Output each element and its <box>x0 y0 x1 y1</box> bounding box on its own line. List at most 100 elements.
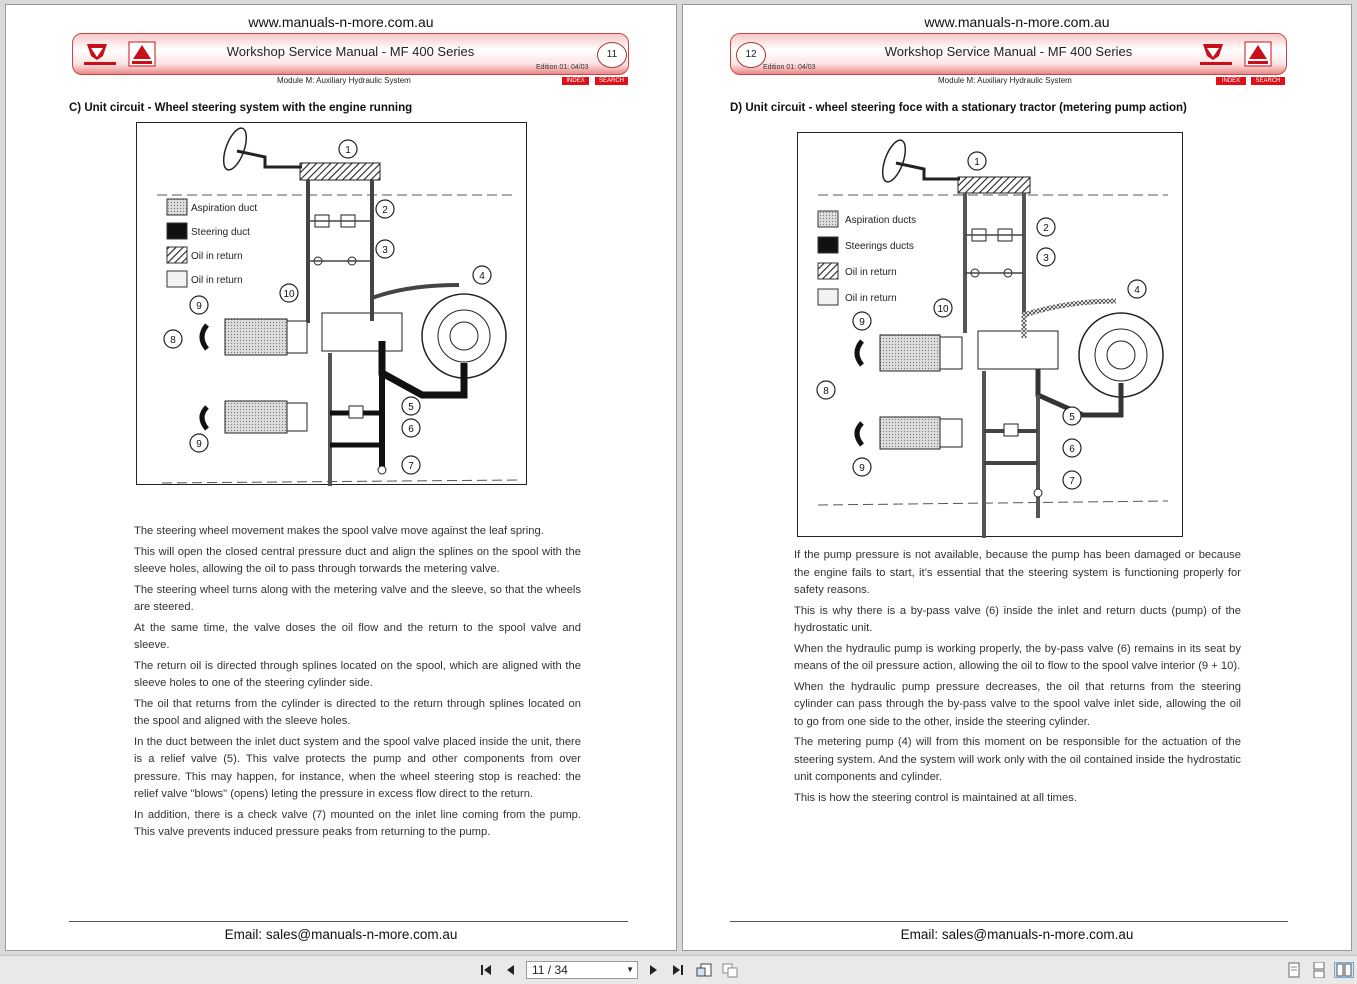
single-page-view-icon[interactable] <box>1286 962 1302 978</box>
body-text: The steering wheel movement makes the sp… <box>134 523 581 845</box>
section-heading: D) Unit circuit - wheel steering foce wi… <box>730 102 1187 114</box>
callout-1 <box>338 139 358 159</box>
footer-email[interactable]: Email: sales@manuals-n-more.com.au <box>900 927 1134 942</box>
cylinder-lower <box>199 400 308 434</box>
callout-4-label: 4 <box>1134 285 1140 296</box>
site-url[interactable]: www.manuals-n-more.com.au <box>924 14 1110 30</box>
callout-4-label: 4 <box>479 271 485 282</box>
brand-logos <box>1197 40 1277 70</box>
paragraph: The steering wheel turns along with the … <box>134 583 581 614</box>
search-button[interactable]: SEARCH <box>1251 77 1285 85</box>
paragraph: In addition, there is a check valve (7) … <box>134 808 581 839</box>
legend-steering: Steering duct <box>191 227 250 238</box>
rotate-icon[interactable] <box>696 962 714 978</box>
footer-email[interactable]: Email: sales@manuals-n-more.com.au <box>224 927 458 942</box>
page-number-select[interactable]: 11 / 34 ▼ <box>526 961 638 979</box>
right-page: www.manuals-n-more.com.au 12 Edition 01:… <box>682 4 1352 951</box>
paragraph: This is why there is a by-pass valve (6)… <box>794 604 1241 635</box>
callout-8 <box>816 380 836 400</box>
agco-logo <box>1244 41 1272 67</box>
callout-9-upper <box>852 311 872 331</box>
prev-page-icon[interactable] <box>503 962 519 978</box>
callout-7-label: 7 <box>408 461 414 472</box>
module-label: Module M: Auxiliary Hydraulic System <box>277 76 411 85</box>
manual-title: Workshop Service Manual - MF 400 Series <box>226 44 475 59</box>
legend-swatches <box>817 210 839 306</box>
cylinder-upper <box>854 334 963 372</box>
footer-rule <box>730 921 1288 922</box>
callout-5-label: 5 <box>1069 412 1075 423</box>
callout-3 <box>375 239 395 259</box>
callout-10-label: 10 <box>283 289 295 300</box>
paragraph: The steering wheel movement makes the sp… <box>134 525 544 537</box>
callout-6-label: 6 <box>408 424 414 435</box>
callout-2 <box>375 199 395 219</box>
massey-ferguson-logo <box>84 44 116 65</box>
callout-6 <box>401 418 421 438</box>
continuous-view-icon[interactable] <box>1311 961 1327 979</box>
two-page-view-icon[interactable] <box>1334 962 1354 978</box>
left-page: www.manuals-n-more.com.au Workshop Servi… <box>5 4 677 951</box>
legend-aspiration: Aspiration duct <box>191 203 258 214</box>
paragraph: When the hydraulic pump pressure decreas… <box>794 680 1241 728</box>
next-page-icon[interactable] <box>645 962 661 978</box>
viewer-toolbar: 11 / 34 ▼ <box>0 955 1357 984</box>
brand-logos <box>81 40 161 70</box>
callout-10-label: 10 <box>937 304 949 315</box>
manual-banner: Workshop Service Manual - MF 400 Series … <box>72 33 629 75</box>
site-url[interactable]: www.manuals-n-more.com.au <box>248 14 434 30</box>
legend-aspiration: Aspiration ducts <box>845 215 917 226</box>
callout-9-upper <box>189 295 209 315</box>
edition-label: Edition 01: 04/03 <box>763 64 816 71</box>
index-button[interactable]: INDEX <box>1216 77 1246 85</box>
paragraph: When the hydraulic pump is working prope… <box>794 642 1241 673</box>
legend-swatches <box>166 198 188 288</box>
callout-2-label: 2 <box>382 205 388 216</box>
index-button[interactable]: INDEX <box>562 77 589 85</box>
search-button[interactable]: SEARCH <box>595 77 628 85</box>
callout-10 <box>933 298 953 318</box>
callout-5 <box>1062 406 1082 426</box>
callout-8-label: 8 <box>170 335 176 346</box>
module-label: Module M: Auxiliary Hydraulic System <box>938 76 1072 85</box>
callout-1-label: 1 <box>345 145 351 156</box>
callout-8 <box>163 329 183 349</box>
callout-8-label: 8 <box>823 386 829 397</box>
paragraph: If the pump pressure is not available, b… <box>794 549 1241 596</box>
callout-9-lower <box>852 457 872 477</box>
callout-6-label: 6 <box>1069 444 1075 455</box>
callout-9-upper-label: 9 <box>859 317 865 328</box>
agco-logo <box>128 41 156 67</box>
callout-1 <box>967 151 987 171</box>
callout-9-lower <box>189 433 209 453</box>
callout-2-label: 2 <box>1043 223 1049 234</box>
body-text: If the pump pressure is not available, b… <box>794 547 1241 810</box>
chevron-down-icon: ▼ <box>626 965 634 974</box>
legend-return-hatched: Oil in return <box>845 267 897 278</box>
cylinder-upper <box>199 318 308 356</box>
paragraph: The return oil is directed through splin… <box>134 659 581 690</box>
paragraph: In the duct between the inlet duct syste… <box>134 735 581 801</box>
paragraph: This will open the closed central pressu… <box>134 545 581 576</box>
metering-pump <box>421 293 507 379</box>
first-page-icon[interactable] <box>478 962 496 978</box>
last-page-icon[interactable] <box>668 962 686 978</box>
callout-3-label: 3 <box>1043 253 1049 264</box>
compare-icon[interactable] <box>721 962 739 978</box>
manual-title: Workshop Service Manual - MF 400 Series <box>884 44 1133 59</box>
section-heading: C) Unit circuit - Wheel steering system … <box>69 102 413 114</box>
callout-7 <box>401 455 421 475</box>
steering-wheel <box>222 127 302 171</box>
legend-return-hatched: Oil in return <box>191 251 243 262</box>
callout-4 <box>1127 279 1147 299</box>
paragraph: The oil that returns from the cylinder i… <box>134 697 581 728</box>
paragraph: The metering pump (4) will from this mom… <box>794 736 1241 783</box>
callout-9-upper-label: 9 <box>196 301 202 312</box>
page-number-badge: 11 <box>597 42 627 68</box>
callout-1-label: 1 <box>974 157 980 168</box>
legend-return-plain: Oil in return <box>191 275 243 286</box>
callout-9-lower-label: 9 <box>859 463 865 474</box>
manual-banner: 12 Edition 01: 04/03 Workshop Service Ma… <box>730 33 1287 75</box>
callout-9-lower-label: 9 <box>196 439 202 450</box>
cylinder-lower <box>854 416 963 450</box>
